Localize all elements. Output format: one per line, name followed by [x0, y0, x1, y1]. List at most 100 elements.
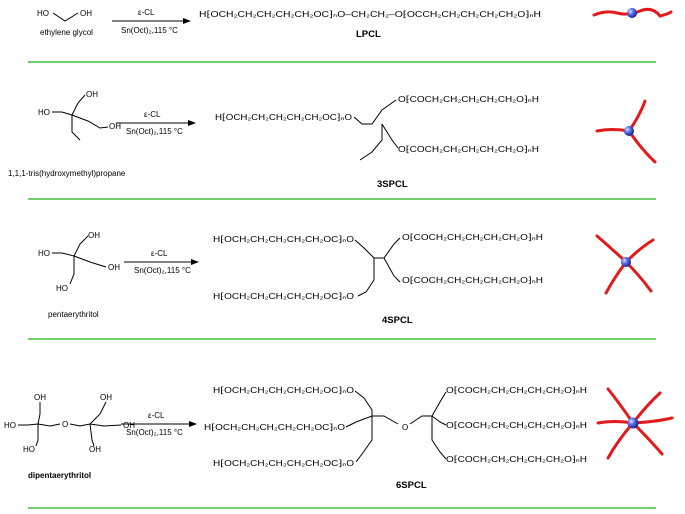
arm-line — [606, 387, 635, 425]
atom-label-ho: HO — [37, 9, 49, 18]
bond — [431, 415, 447, 426]
atom-label-o: O — [62, 420, 68, 429]
atom-label-ho: HO — [23, 445, 35, 454]
arm-line — [631, 416, 674, 425]
atom-label-oh: OH — [80, 9, 92, 18]
reaction-arrow: ε-CL Sn(Oct)₂,115 °C — [112, 8, 191, 35]
bond — [71, 115, 81, 141]
product-label: 6SPCL — [396, 480, 427, 491]
product-label: 4SPCL — [382, 315, 413, 326]
dipentaerythritol-structure: OH OH HO O OH HO OH — [4, 393, 135, 454]
atom-label-oh: OH — [123, 421, 135, 430]
row-lpcl: HO OH ethylene glycol ε-CL Sn(Oct)₂,115 … — [37, 7, 673, 40]
catalyst-label: Sn(Oct)₂,115 °C — [134, 266, 191, 275]
linear-polymer-icon — [592, 7, 673, 18]
core-ball — [624, 126, 634, 136]
atom-label-oh: OH — [108, 263, 120, 272]
atom-label-oh: OH — [109, 122, 121, 131]
reaction-arrow: ε-CL Sn(Oct)₂,115 °C — [116, 110, 196, 136]
bond — [89, 401, 107, 425]
chain-formula: O⁅COCH₂CH₂CH₂CH₂CH₂O⁆ₙH — [446, 420, 587, 430]
atom-label-oh: OH — [100, 393, 112, 402]
reagent-label: ε-CL — [144, 110, 161, 119]
four-arm-star-icon — [595, 234, 655, 295]
bond — [73, 235, 89, 257]
bond — [357, 258, 375, 297]
bond — [409, 391, 447, 425]
chain-formula: O⁅COCH₂CH₂CH₂CH₂CH₂O⁆ₙH — [402, 275, 543, 285]
starting-material-name: ethylene glycol — [40, 28, 93, 37]
trimethylolpropane-structure: OH HO OH — [38, 90, 121, 141]
bond — [69, 256, 75, 285]
bond — [18, 423, 61, 427]
arm-line — [631, 421, 664, 456]
core-ball — [627, 8, 637, 18]
product-label: 3SPCL — [377, 179, 408, 190]
bond — [52, 252, 75, 257]
bond — [89, 423, 122, 427]
atom-label-oh: OH — [88, 231, 100, 240]
row-6spcl: OH OH HO O OH HO OH dipentaerythritol ε-… — [4, 385, 674, 491]
chain-formula: O⁅COCH₂CH₂CH₂CH₂CH₂O⁆ₙH — [446, 454, 587, 464]
bond — [381, 123, 399, 149]
bridging-oxygen: O — [402, 423, 408, 432]
three-arm-star-icon — [595, 99, 657, 164]
arm-line — [624, 260, 653, 293]
chain-formula: O⁅COCH₂CH₂CH₂CH₂CH₂O⁆ₙH — [398, 94, 539, 104]
bond — [355, 416, 373, 463]
atom-label-oh: OH — [89, 445, 101, 454]
catalyst-label: Sn(Oct)₂,115 °C — [126, 428, 183, 437]
bond — [383, 257, 401, 283]
starting-material-name: 1,1,1-tris(hydroxymethyl)propane — [8, 169, 126, 178]
bond — [359, 124, 383, 161]
reaction-arrow: ε-CL Sn(Oct)₂,115 °C — [124, 249, 199, 275]
reagent-label: ε-CL — [151, 249, 168, 258]
catalyst-label: Sn(Oct)₂,115 °C — [121, 26, 178, 35]
chain-formula: H⁅OCH₂CH₂CH₂CH₂CH₂OC⁆ₙO — [215, 112, 352, 122]
bond — [71, 114, 109, 129]
row-4spcl: OH HO OH HO pentaerythritol ε-CL Sn(Oct)… — [38, 231, 655, 326]
bond — [353, 99, 397, 125]
core-ball — [627, 417, 639, 429]
product-label: LPCL — [356, 29, 381, 40]
bond — [89, 423, 95, 447]
bond — [354, 390, 373, 416]
core-ball — [621, 257, 631, 267]
arm-line — [631, 391, 662, 425]
arm-line — [606, 421, 635, 460]
chain-formula: O⁅COCH₂CH₂CH₂CH₂CH₂O⁆ₙH — [402, 232, 543, 242]
arm-line — [624, 238, 655, 264]
bond — [37, 402, 41, 425]
bond — [35, 424, 39, 447]
arm-line — [627, 129, 657, 164]
bond — [73, 255, 107, 268]
atom-label-oh: OH — [86, 90, 98, 99]
arm-line — [592, 7, 673, 18]
row-3spcl: OH HO OH 1,1,1-tris(hydroxymethyl)propan… — [8, 90, 657, 190]
core-bonds — [354, 237, 401, 297]
arm-line — [627, 99, 647, 133]
chain-formula: H⁅OCH₂CH₂CH₂CH₂CH₂OC⁆ₙO — [213, 458, 354, 468]
bond — [69, 423, 91, 427]
reagent-label: ε-CL — [138, 8, 155, 17]
chain-formula: H⁅OCH₂CH₂CH₂CH₂CH₂OC⁆ₙO — [213, 291, 354, 301]
bond — [71, 94, 86, 116]
chain-formula: H⁅OCH₂CH₂CH₂CH₂CH₂OC⁆ₙO — [204, 422, 345, 432]
chain-formula: O⁅COCH₂CH₂CH₂CH₂CH₂O⁆ₙH — [446, 385, 587, 395]
ethylene-glycol-structure: HO OH — [37, 9, 92, 22]
arm-line — [604, 260, 628, 295]
arm-line — [595, 234, 628, 264]
reaction-arrow: ε-CL Sn(Oct)₂,115 °C — [121, 411, 197, 437]
starting-material-name: pentaerythritol — [48, 310, 99, 319]
core-bonds — [345, 390, 447, 463]
catalyst-label: Sn(Oct)₂,115 °C — [126, 127, 183, 136]
pentaerythritol-structure: OH HO OH HO — [38, 231, 120, 293]
atom-label-ho: HO — [56, 284, 68, 293]
bond — [354, 237, 401, 259]
chain-formula: H⁅OCH₂CH₂CH₂CH₂CH₂OC⁆ₙO — [213, 234, 354, 244]
chain-formula: H⁅OCH₂CH₂CH₂CH₂CH₂OC⁆ₙO–CH₂CH₂–O⁅OCCH₂CH… — [199, 9, 541, 19]
bond — [52, 111, 73, 116]
atom-label-ho: HO — [38, 249, 50, 258]
six-arm-star-icon — [596, 387, 674, 460]
atom-label-ho: HO — [4, 421, 16, 430]
